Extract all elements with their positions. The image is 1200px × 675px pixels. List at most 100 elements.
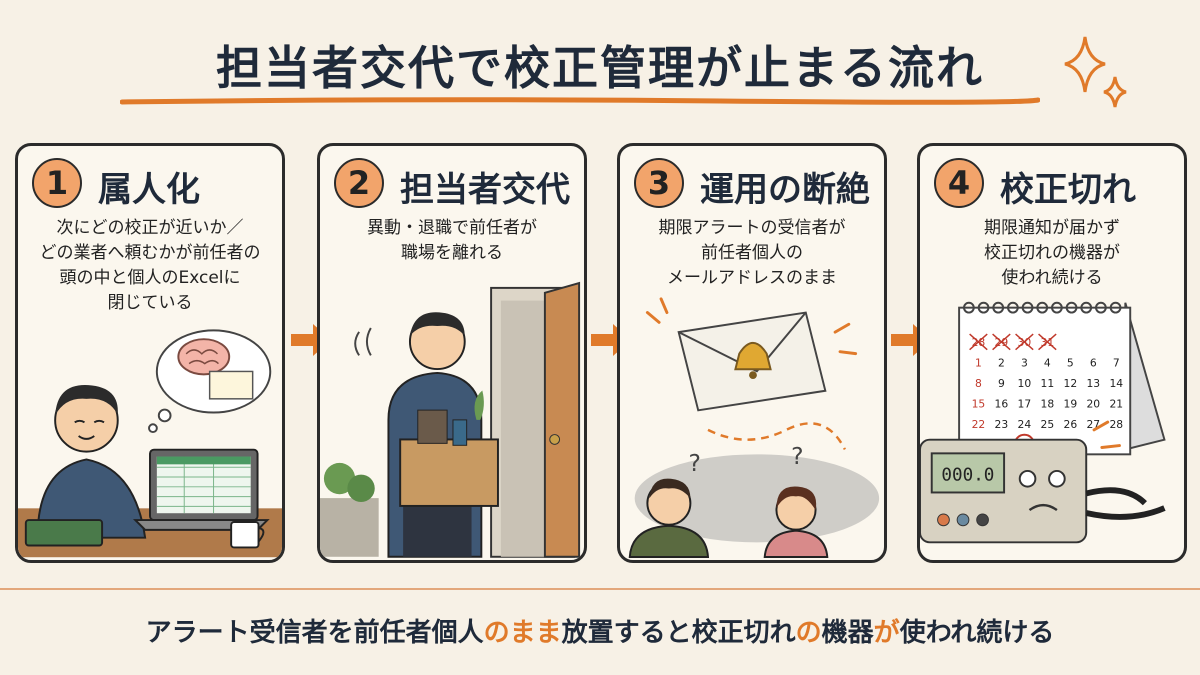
calendar-day: 6 <box>1090 356 1097 369</box>
cross-mark <box>1038 333 1057 351</box>
lost-email-illustration: ? ? <box>628 297 880 558</box>
desc-line: 閉じている <box>107 293 193 313</box>
footer-text: アラート受信者を前任者個人 <box>145 618 484 648</box>
calendar-ring <box>963 301 975 314</box>
step-number-badge: 4 <box>934 158 984 208</box>
calendar-day: 3 <box>1021 356 1028 369</box>
desc-line: 頭の中と個人のExcelに <box>59 268 241 288</box>
calendar-day: 1 <box>975 356 982 369</box>
sparkle-icon <box>1064 36 1127 108</box>
calendar-day: 4 <box>1044 356 1051 369</box>
calendar-day: 5 <box>1067 356 1074 369</box>
calendar-ring <box>1051 301 1063 314</box>
footer-text: 機器 <box>821 618 874 648</box>
svg-text:?: ? <box>791 442 803 470</box>
step-number-badge: 1 <box>32 158 82 208</box>
calendar-day: 25 <box>1041 418 1055 431</box>
step-description: 期限アラートの受信者が 前任者個人の メールアドレスのまま <box>630 216 874 291</box>
desc-line: 異動・退職で前任者が <box>367 218 537 238</box>
page-title: 担当者交代で校正管理が止まる流れ <box>216 41 984 95</box>
step-description: 次にどの校正が近いか／ どの業者へ頼むかが前任者の 頭の中と個人のExcelに … <box>28 216 272 316</box>
calendar-day: 22 <box>972 418 986 431</box>
desc-line: 前任者個人の <box>701 243 803 263</box>
calendar-day: 11 <box>1041 377 1055 390</box>
desc-line: どの業者へ頼むかが前任者の <box>39 243 261 263</box>
desc-line: メールアドレスのまま <box>667 268 837 288</box>
calendar-day: 2 <box>998 356 1005 369</box>
calendar-day: 15 <box>972 397 986 410</box>
step-header: 2 担当者交代 <box>330 154 576 214</box>
calendar-day: 17 <box>1018 397 1032 410</box>
calendar-ring <box>1036 301 1049 314</box>
calendar-ring <box>992 301 1005 314</box>
brain-icon <box>177 338 231 376</box>
measuring-device-icon: 000.0 <box>920 438 1166 544</box>
svg-text:?: ? <box>688 449 700 477</box>
footer-accent-text: が <box>873 618 900 648</box>
calendar-day: 23 <box>995 418 1009 431</box>
calendar-day: 13 <box>1086 377 1100 390</box>
calendar-ring <box>1109 301 1122 314</box>
footer-divider <box>0 588 1200 590</box>
footer-text: 使われ続ける <box>899 618 1055 648</box>
step-description: 異動・退職で前任者が 職場を離れる <box>330 216 574 266</box>
calendar-icon: 2829303112345678910111213141516171819202… <box>958 301 1166 456</box>
step-header: 3 運用の断絶 <box>630 154 876 214</box>
desc-line: 次にどの校正が近いか／ <box>56 218 244 238</box>
device-display: 000.0 <box>941 466 994 486</box>
calendar-day: 10 <box>1018 377 1032 390</box>
step-header: 1 属人化 <box>28 154 274 214</box>
calendar-day: 9 <box>998 377 1005 390</box>
calendar-day: 21 <box>1109 397 1123 410</box>
envelope-bell-icon <box>677 311 827 412</box>
desc-line: 期限通知が届かず <box>984 218 1120 238</box>
step-number-badge: 3 <box>634 158 684 208</box>
cross-mark <box>969 333 988 351</box>
footer-summary: アラート受信者を前任者個人のまま放置すると校正切れの機器が使われ続ける <box>0 612 1200 649</box>
step-title: 属人化 <box>98 170 200 210</box>
cross-mark <box>1015 333 1034 351</box>
step-title: 担当者交代 <box>400 170 570 210</box>
expired-device-illustration: 2829303112345678910111213141516171819202… <box>920 301 1166 544</box>
calendar-ring <box>977 301 990 314</box>
person-leaving-illustration <box>320 281 581 558</box>
calendar-day: 24 <box>1018 418 1032 431</box>
calendar-day: 26 <box>1063 418 1077 431</box>
calendar-day: 12 <box>1063 377 1077 390</box>
calendar-day: 20 <box>1086 397 1100 410</box>
step-title: 運用の断絶 <box>700 170 870 210</box>
step-header: 4 校正切れ <box>930 154 1176 214</box>
calendar-day: 14 <box>1109 377 1123 390</box>
step-panel-1: 1 属人化 次にどの校正が近いか／ どの業者へ頼むかが前任者の 頭の中と個人のE… <box>15 143 285 563</box>
step-panel-2: 2 担当者交代 異動・退職で前任者が 職場を離れる <box>317 143 587 563</box>
coffee-mug-icon <box>230 521 260 549</box>
step-number-badge: 2 <box>334 158 384 208</box>
box-icon <box>399 438 499 507</box>
footer-accent-text: のまま <box>483 618 562 648</box>
calendar-day: 18 <box>1041 397 1055 410</box>
title-area: 担当者交代で校正管理が止まる流れ <box>0 22 1200 112</box>
footer-text: 放置すると校正切れ <box>561 618 796 648</box>
step-title: 校正切れ <box>1000 170 1136 210</box>
calendar-ring <box>1095 301 1107 314</box>
calendar-day: 7 <box>1113 356 1120 369</box>
step-panel-3: 3 運用の断絶 期限アラートの受信者が 前任者個人の メールアドレスのまま ? … <box>617 143 887 563</box>
title-underline <box>120 97 1040 105</box>
calendar-day: 8 <box>975 377 982 390</box>
footer-accent-text: の <box>795 618 822 648</box>
calendar-day: 16 <box>995 397 1009 410</box>
person-thinking-illustration <box>18 329 282 558</box>
step-panel-4: 4 校正切れ 期限通知が届かず 校正切れの機器が 使われ続ける 28293031… <box>917 143 1187 563</box>
desc-line: 職場を離れる <box>401 243 503 263</box>
desc-line: 校正切れの機器が <box>984 243 1120 263</box>
step-description: 期限通知が届かず 校正切れの機器が 使われ続ける <box>930 216 1174 291</box>
cross-mark <box>992 333 1011 351</box>
calendar-ring <box>1080 301 1093 314</box>
desc-line: 期限アラートの受信者が <box>658 218 846 238</box>
calendar-day: 28 <box>1109 418 1123 431</box>
calendar-ring <box>1065 301 1078 314</box>
calendar-day: 19 <box>1063 397 1077 410</box>
desc-line: 使われ続ける <box>1001 268 1103 288</box>
calendar-ring <box>1021 301 1034 314</box>
calendar-ring <box>1007 301 1019 314</box>
